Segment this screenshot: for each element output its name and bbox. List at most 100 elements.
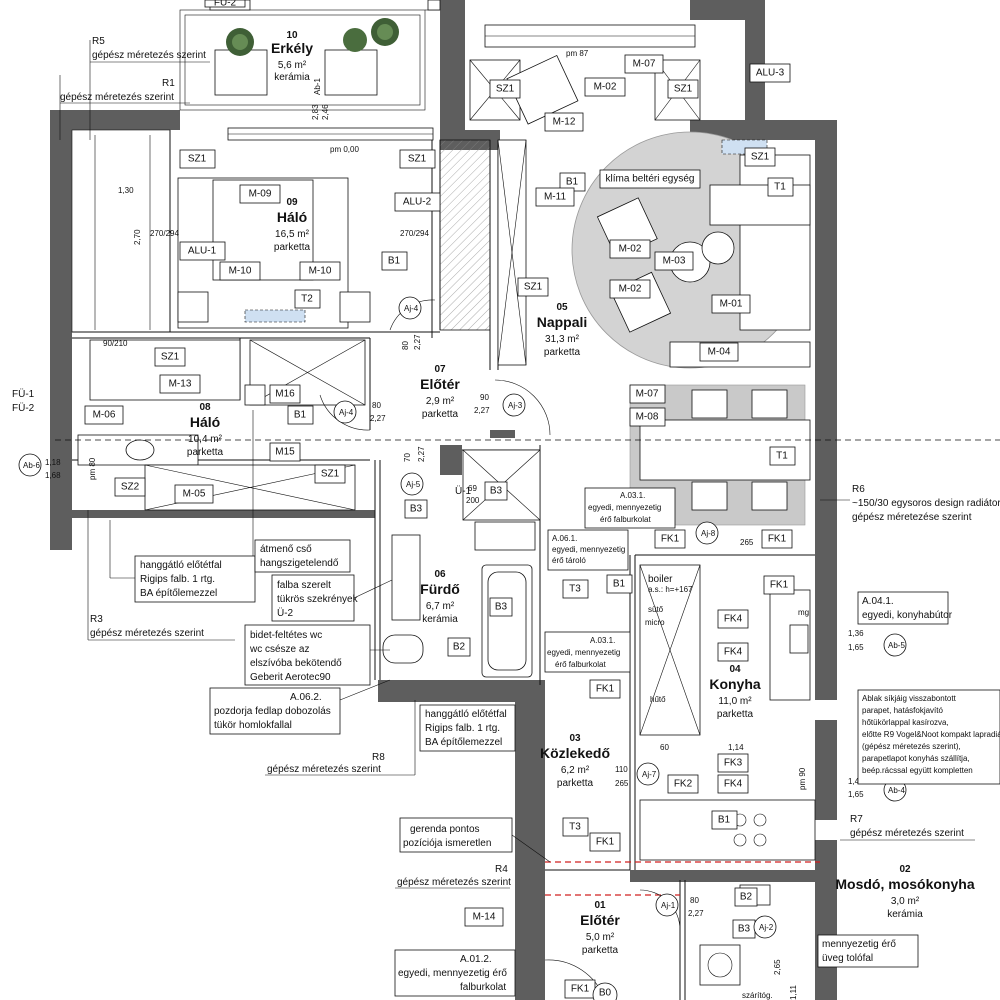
- dim-69: 69: [468, 484, 477, 493]
- tag-m15: M15: [275, 447, 295, 458]
- room-04-finish: parketta: [717, 709, 754, 720]
- dim-114: 1,14: [728, 743, 744, 752]
- note-r1-code: R1: [162, 78, 175, 89]
- dim-270-a: 270/294: [150, 229, 179, 238]
- note-hangfal2-1: hanggátló előtétfal: [425, 709, 507, 720]
- tag-m04: M-04: [708, 347, 731, 358]
- tag-aj7: Aj-7: [642, 770, 657, 779]
- wall-hall-pier: [490, 430, 515, 438]
- dim-270-b: 270/294: [400, 229, 429, 238]
- dim-90-210: 90/210: [103, 339, 128, 348]
- room-10-name: Erkély: [271, 40, 313, 56]
- room-02-finish: kerámia: [887, 909, 923, 920]
- wall-north-mid: [440, 0, 465, 140]
- tag-fk2: FK2: [674, 779, 693, 790]
- note-r6-code: R6: [852, 484, 865, 495]
- coffee-table-2: [701, 231, 735, 265]
- note-a062-2: pozdorja fedlap dobozolás: [214, 706, 331, 717]
- tag-t2: T2: [301, 294, 313, 305]
- note-ablak-3: hőtükörlappal kasírozva,: [862, 718, 949, 727]
- tag-m07-b: M-07: [636, 389, 659, 400]
- dim-227-a: 2,27: [413, 334, 422, 350]
- note-hangfal1-3: BA építőlemezzel: [140, 588, 217, 599]
- note-ablak-5: (gépész méretezés szerint),: [862, 742, 961, 751]
- note-hangfal2-2: Rigips falb. 1 rtg.: [425, 723, 500, 734]
- room-07-area: 2,9 m²: [426, 396, 455, 407]
- tag-b2-a: B2: [453, 642, 466, 653]
- room-06-number: 06: [434, 569, 446, 580]
- tag-b3-b: B3: [410, 504, 423, 515]
- tag-fk3: FK3: [724, 758, 743, 769]
- tag-sz1-g: SZ1: [161, 352, 180, 363]
- note-ablak-6: parapetlapot konyhás szállítja,: [862, 754, 970, 763]
- tag-sz1-h: SZ1: [321, 469, 340, 480]
- note-ablak-7: beép.rácssal együtt kompletten: [862, 766, 973, 775]
- tag-b0: B0: [599, 988, 612, 999]
- kitchen-boiler-h: a.s.: h=+167: [648, 585, 693, 594]
- room-03-area: 6,2 m²: [561, 765, 590, 776]
- note-bidet-2: wc csésze az: [249, 644, 309, 655]
- tag-aj3: Aj-3: [508, 401, 523, 410]
- room-04-area: 11,0 m²: [718, 696, 752, 707]
- vanity: [391, 534, 421, 621]
- dim-283: 2,83: [311, 104, 320, 120]
- dim-118: 1,18: [45, 458, 61, 467]
- note-a012-2: egyedi, mennyezetig érő: [398, 968, 507, 979]
- kitchen-suto: sütő: [648, 605, 664, 614]
- tag-b2-b: B2: [740, 892, 753, 903]
- room-02-name: Mosdó, mosókonyha: [835, 876, 974, 892]
- note-bidet-4: Geberit Aerotec90: [250, 672, 331, 683]
- tag-sz1-f: SZ1: [524, 282, 543, 293]
- note-gerenda-1: gerenda pontos: [410, 824, 480, 835]
- dim-140: 1,40: [848, 777, 864, 786]
- dim-227-e: 2,27: [688, 909, 704, 918]
- tag-ab4: Ab-4: [888, 786, 905, 795]
- nightstand-left: [177, 291, 209, 323]
- dim-130: 1,30: [118, 186, 134, 195]
- room-06-finish: kerámia: [422, 614, 458, 625]
- tag-fk1-a: FK1: [661, 534, 680, 545]
- note-r3-text: gépész méretezés szerint: [90, 628, 204, 639]
- room-08-name: Háló: [190, 414, 220, 430]
- room-07-number: 07: [434, 364, 446, 375]
- kitchen-island: [639, 799, 816, 861]
- tag-m02-b: M-02: [619, 244, 642, 255]
- dim-pm90: pm 90: [798, 767, 807, 790]
- dim-265-corr: 265: [615, 779, 629, 788]
- tag-aj1: Aj-1: [661, 901, 676, 910]
- room-09-area: 16,5 m²: [275, 229, 310, 240]
- wall-laundry-north: [630, 870, 820, 882]
- dim-265-b: 2,65: [773, 959, 782, 975]
- tag-m02-c: M-02: [619, 284, 642, 295]
- note-r4-code: R4: [495, 864, 508, 875]
- dim-60: 60: [660, 743, 669, 752]
- wall-north-left: [50, 110, 180, 130]
- tag-m11: M-11: [544, 192, 566, 203]
- room-03-name: Közlekedő: [540, 745, 610, 761]
- kitchen-micro: micro: [645, 618, 665, 627]
- kitchen-szaritog: szárítóg.: [742, 991, 773, 1000]
- note-ablak-1: Ablak síkjáig visszabontott: [862, 694, 957, 703]
- wall-ne-pier: [745, 0, 765, 120]
- room-01-number: 01: [594, 900, 606, 911]
- tag-fk1-f: FK1: [571, 984, 590, 995]
- note-r6-line2: gépész méretezése szerint: [852, 512, 972, 523]
- room-05-finish: parketta: [544, 347, 581, 358]
- tag-fk1-b: FK1: [768, 534, 787, 545]
- note-ablak-2: parapet, hatásfokjavító: [862, 706, 943, 715]
- note-a061-2: egyedi, mennyezetig: [552, 545, 625, 554]
- tag-aj4: Aj-4: [404, 304, 419, 313]
- tag-sz1-e: SZ1: [751, 152, 770, 163]
- tag-b1-b: B1: [566, 177, 579, 188]
- note-a012-3: falburkolat: [460, 982, 506, 993]
- note-r1-text: gépész méretezés szerint: [60, 92, 174, 103]
- room-01-finish: parketta: [582, 945, 619, 956]
- tag-m07-a: M-07: [633, 59, 656, 70]
- wall-corridor-west: [515, 680, 545, 1000]
- note-tukros-1: falba szerelt: [277, 580, 331, 591]
- room-09-name: Háló: [277, 209, 307, 225]
- room-09-number: 09: [286, 197, 298, 208]
- tag-fk1-d: FK1: [596, 684, 615, 695]
- tag-klima: klíma beltéri egység: [606, 174, 695, 185]
